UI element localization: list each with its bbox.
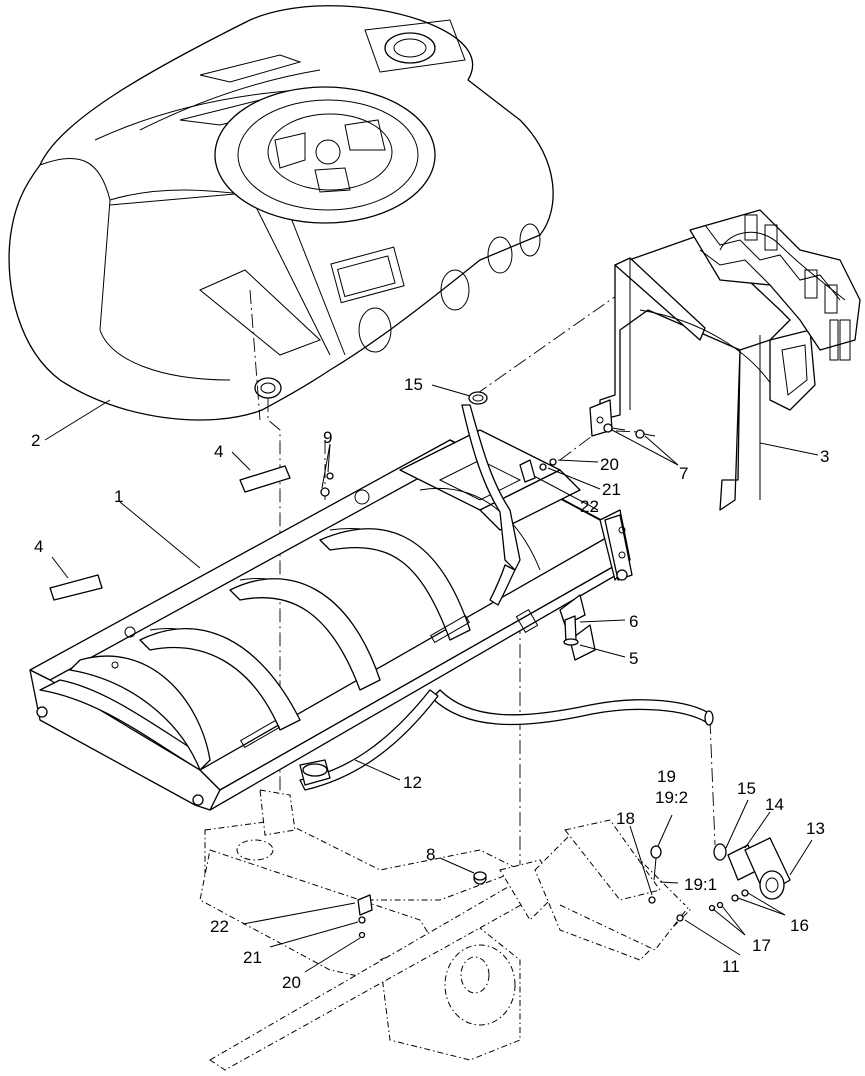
callout-19: 19 [657, 767, 676, 786]
callout-9: 9 [323, 428, 332, 447]
strainer-fittings [648, 837, 791, 922]
callout-8: 8 [426, 845, 435, 864]
callout-20b: 20 [282, 973, 301, 992]
callout-14: 14 [765, 795, 784, 814]
callout-21a: 21 [602, 480, 621, 499]
callout-17: 17 [752, 936, 771, 955]
callout-19-2: 19:2 [655, 788, 688, 807]
callout-11: 11 [722, 957, 740, 976]
callout-20a: 20 [600, 455, 619, 474]
callout-1: 1 [114, 487, 123, 506]
callout-4b: 4 [34, 537, 43, 556]
callout-22a: 22 [580, 497, 599, 516]
callout-3: 3 [820, 447, 829, 466]
callout-19-1: 19:1 [684, 875, 717, 894]
callout-18: 18 [616, 809, 635, 828]
callout-15b: 15 [737, 779, 756, 798]
callout-16: 16 [790, 916, 809, 935]
callout-labels: 1 2 3 4 4 5 6 7 8 9 11 12 13 14 15 15 16… [31, 375, 829, 992]
suction-hose [299, 689, 714, 791]
callout-7: 7 [679, 464, 688, 483]
spray-tank [8, 5, 554, 421]
hose-clamp [468, 391, 488, 405]
callout-6: 6 [629, 612, 638, 631]
vehicle-chassis [199, 789, 691, 1071]
callout-2: 2 [31, 431, 40, 450]
callout-12: 12 [403, 773, 422, 792]
decal-labels [49, 465, 291, 601]
small-hardware [357, 871, 487, 939]
callout-22b: 22 [210, 917, 229, 936]
callout-5: 5 [629, 649, 638, 668]
boom-frame [589, 209, 861, 511]
callout-13: 13 [806, 819, 825, 838]
callout-4a: 4 [214, 442, 223, 461]
callout-21b: 21 [243, 948, 262, 967]
leader-lines [44, 384, 819, 973]
frame-assembly [29, 404, 633, 811]
callout-15a: 15 [404, 375, 423, 394]
